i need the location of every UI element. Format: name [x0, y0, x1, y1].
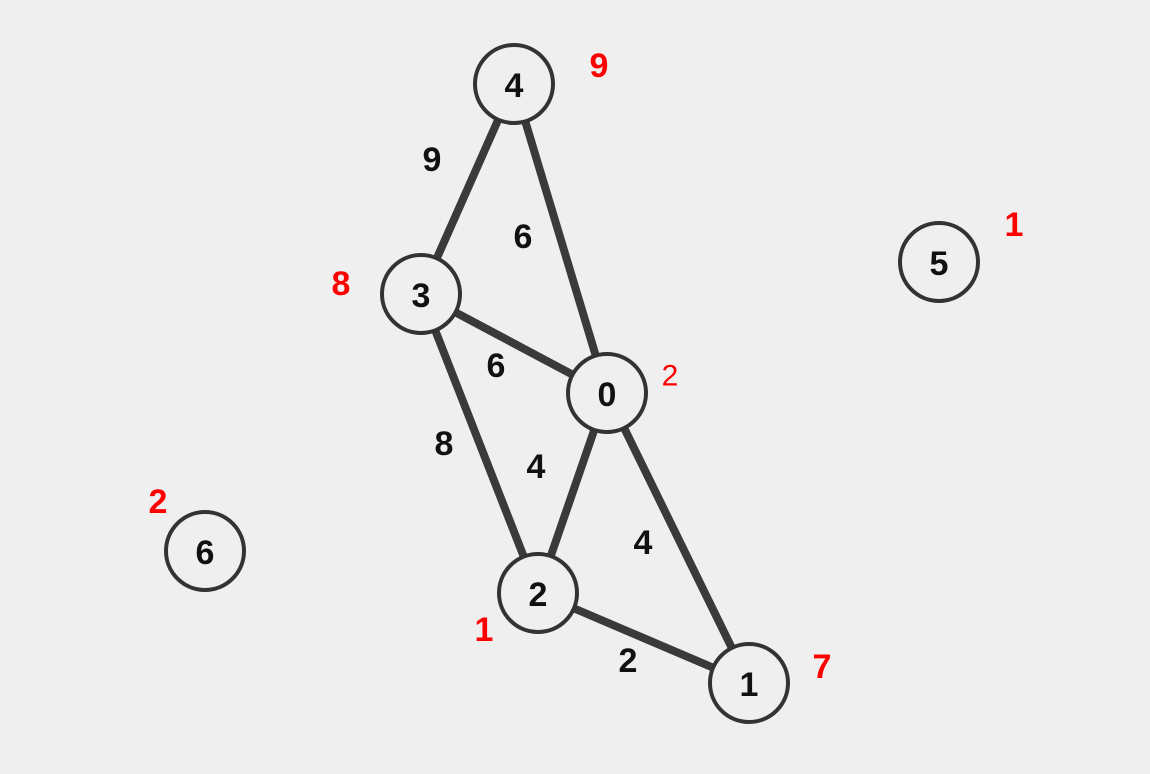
node-circle [898, 221, 980, 303]
edge-3-2 [417, 290, 542, 597]
edge-weight-3-2: 8 [435, 425, 454, 463]
node-0[interactable]: 0 [566, 352, 648, 434]
edge-4-0 [510, 80, 611, 397]
node-6[interactable]: 6 [164, 510, 246, 592]
node-annotation-6: 2 [149, 483, 168, 521]
edge-weight-4-0: 6 [514, 218, 533, 256]
node-3[interactable]: 3 [380, 253, 462, 335]
node-circle [380, 253, 462, 335]
node-label: 6 [196, 534, 215, 572]
node-circle [497, 552, 579, 634]
node-1[interactable]: 1 [708, 642, 790, 724]
node-label: 3 [412, 277, 431, 315]
edge-weight-2-1: 2 [619, 642, 638, 680]
edge-weight-0-1: 4 [634, 524, 653, 562]
node-4[interactable]: 4 [473, 43, 555, 125]
node-circle [473, 43, 555, 125]
node-label: 1 [740, 666, 759, 704]
edge-0-1 [603, 389, 753, 687]
edge-weight-0-2: 4 [527, 448, 546, 486]
node-annotation-4: 9 [590, 47, 609, 85]
edge-weights-layer: 9 6 6 8 4 4 2 [423, 141, 653, 680]
node-5[interactable]: 5 [898, 221, 980, 303]
node-annotation-0: 2 [662, 360, 679, 393]
node-annotation-2: 1 [475, 611, 494, 649]
edge-weight-3-0: 6 [487, 347, 506, 385]
node-annotation-5: 1 [1005, 206, 1024, 244]
node-label: 0 [598, 376, 617, 414]
node-label: 5 [930, 245, 949, 283]
node-2[interactable]: 2 [497, 552, 579, 634]
node-annotation-1: 7 [813, 648, 832, 686]
node-circle [566, 352, 648, 434]
node-circle [164, 510, 246, 592]
node-circle [708, 642, 790, 724]
node-label: 2 [529, 576, 548, 614]
node-annotation-3: 8 [332, 265, 351, 303]
edge-weight-4-3: 9 [423, 141, 442, 179]
node-label: 4 [505, 67, 524, 105]
